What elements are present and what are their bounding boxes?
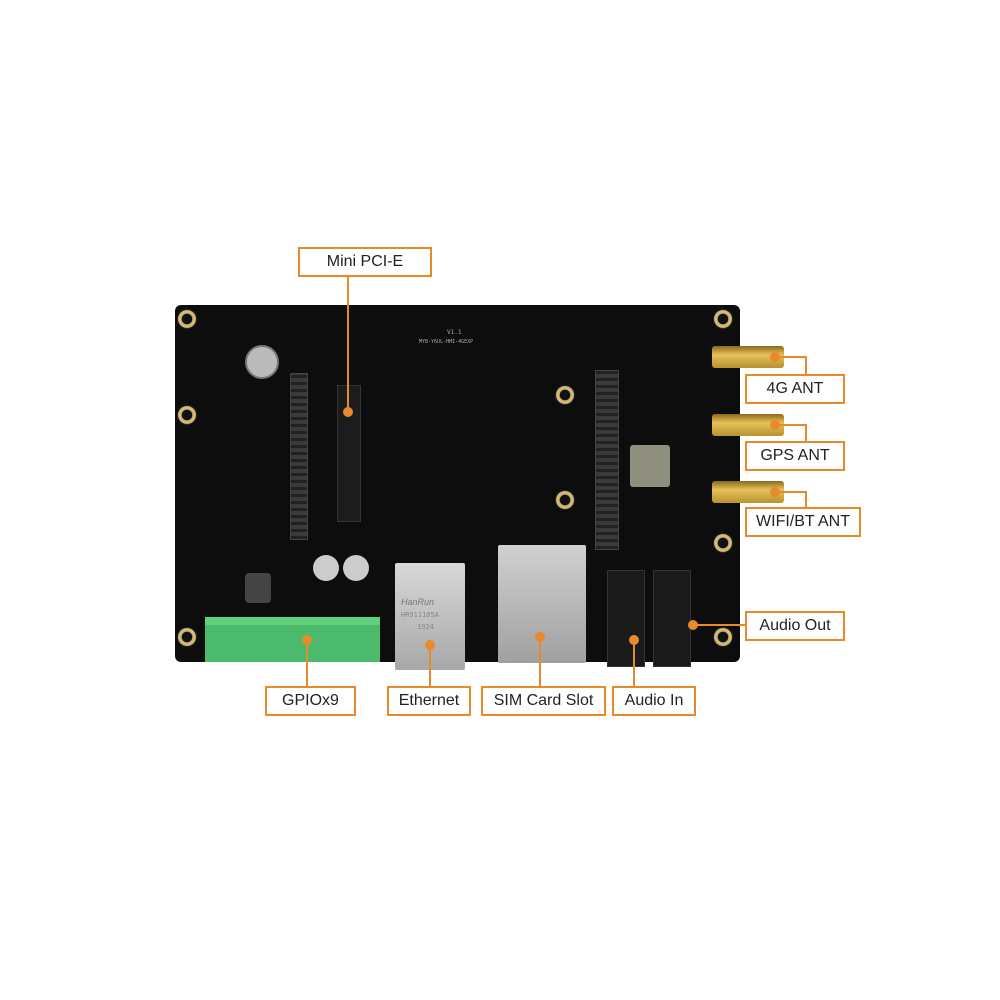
inductor [245, 573, 271, 603]
capacitor [313, 555, 339, 581]
rj45-brand: HanRun [401, 597, 435, 607]
mount-hole [177, 309, 197, 329]
capacitor [245, 345, 279, 379]
label-wifi-bt-ant: WIFI/BT ANT [745, 507, 861, 537]
label-audio-out: Audio Out [745, 611, 845, 641]
rj45-part: HR911105A [401, 611, 439, 619]
ethernet-jack: HanRun HR911105A 1924 [395, 563, 465, 670]
wireless-module [630, 445, 670, 487]
capacitor [343, 555, 369, 581]
label-4g-ant: 4G ANT [745, 374, 845, 404]
pin-header [290, 373, 308, 540]
mount-hole [713, 533, 733, 553]
sim-card-slot [498, 545, 586, 663]
audio-out-jack [653, 570, 691, 667]
pin-header [595, 370, 619, 550]
mount-hole [713, 627, 733, 647]
pcb-board: V1.1 MYB-Y6UL-HMI-4GEXP HanRun HR911105A… [175, 305, 740, 670]
label-sim-card-slot: SIM Card Slot [481, 686, 606, 716]
rj45-date: 1924 [417, 623, 434, 631]
mount-hole [555, 385, 575, 405]
gps-antenna-connector [712, 414, 784, 436]
board-version: V1.1 [447, 329, 462, 336]
mount-hole [555, 490, 575, 510]
label-gpio: GPIOx9 [265, 686, 356, 716]
label-gps-ant: GPS ANT [745, 441, 845, 471]
label-ethernet: Ethernet [387, 686, 471, 716]
mount-hole [177, 627, 197, 647]
audio-in-jack [607, 570, 645, 667]
mount-hole [713, 309, 733, 329]
4g-antenna-connector [712, 346, 784, 368]
wifi-bt-antenna-connector [712, 481, 784, 503]
label-audio-in: Audio In [612, 686, 696, 716]
label-mini-pcie: Mini PCI-E [298, 247, 432, 277]
gpio-terminal-block [205, 617, 380, 662]
board-model: MYB-Y6UL-HMI-4GEXP [419, 339, 474, 345]
mount-hole [177, 405, 197, 425]
